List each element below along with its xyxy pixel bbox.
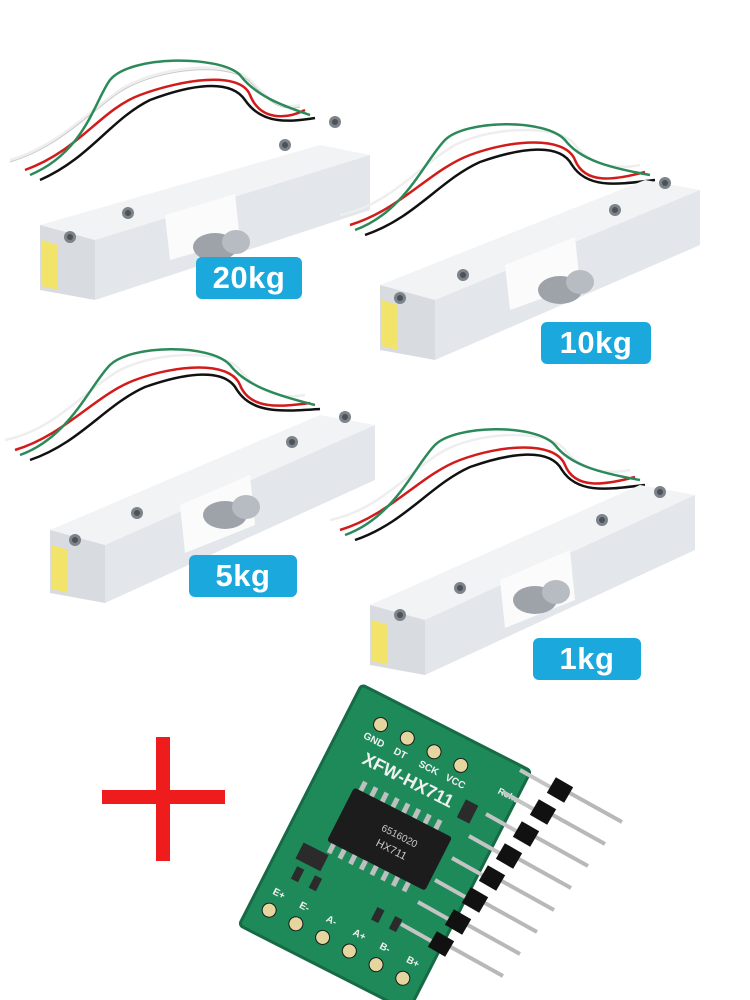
header-pin-block	[529, 799, 557, 825]
pin-label-b-plus: B+	[404, 955, 421, 971]
header-pin	[485, 812, 519, 834]
header-pin	[516, 856, 572, 890]
pin-label-a-plus: A+	[351, 927, 368, 943]
header-pin	[499, 878, 555, 912]
capacity-badge: 5kg	[189, 555, 297, 597]
capacity-badge: 20kg	[196, 257, 302, 299]
header-pin-block	[478, 865, 506, 891]
header-pin-block	[444, 909, 472, 935]
header-pin-block	[546, 777, 574, 803]
pin-label-a-minus: A-	[324, 914, 338, 929]
pin-label-e-plus: E+	[271, 887, 287, 903]
header-pin	[550, 812, 606, 846]
header-pin	[465, 922, 521, 956]
header-pin-block	[461, 887, 489, 913]
header-pins	[400, 768, 623, 978]
load-cell-image	[4, 348, 375, 603]
header-pin	[400, 922, 434, 944]
header-pin	[533, 834, 589, 868]
header-pin	[468, 834, 502, 856]
header-pin	[482, 900, 538, 934]
load-cell-1kg: 1kg	[329, 425, 710, 685]
header-pin	[434, 878, 468, 900]
pin-label-dt: DT	[392, 746, 409, 762]
header-pin-block	[495, 843, 523, 869]
plus-icon	[102, 737, 225, 861]
header-pin	[417, 900, 451, 922]
header-pin	[519, 768, 553, 790]
header-pin	[451, 856, 485, 878]
header-pin-block	[427, 931, 455, 957]
header-pin	[448, 944, 504, 978]
load-cell-10kg: 10kg	[339, 120, 710, 370]
header-pin	[502, 790, 536, 812]
pin-label-e-minus: E-	[297, 900, 311, 914]
load-cell-20kg: 20kg	[0, 50, 380, 310]
capacity-badge: 1kg	[533, 638, 641, 680]
load-cell-image	[9, 59, 370, 300]
load-cell-image	[329, 428, 695, 675]
header-pin-block	[512, 821, 540, 847]
pin-label-b-minus: B-	[378, 941, 392, 956]
capacity-badge: 10kg	[541, 322, 651, 364]
header-pin	[567, 790, 623, 824]
load-cell-5kg: 5kg	[0, 345, 380, 605]
load-cell-image	[339, 123, 700, 360]
